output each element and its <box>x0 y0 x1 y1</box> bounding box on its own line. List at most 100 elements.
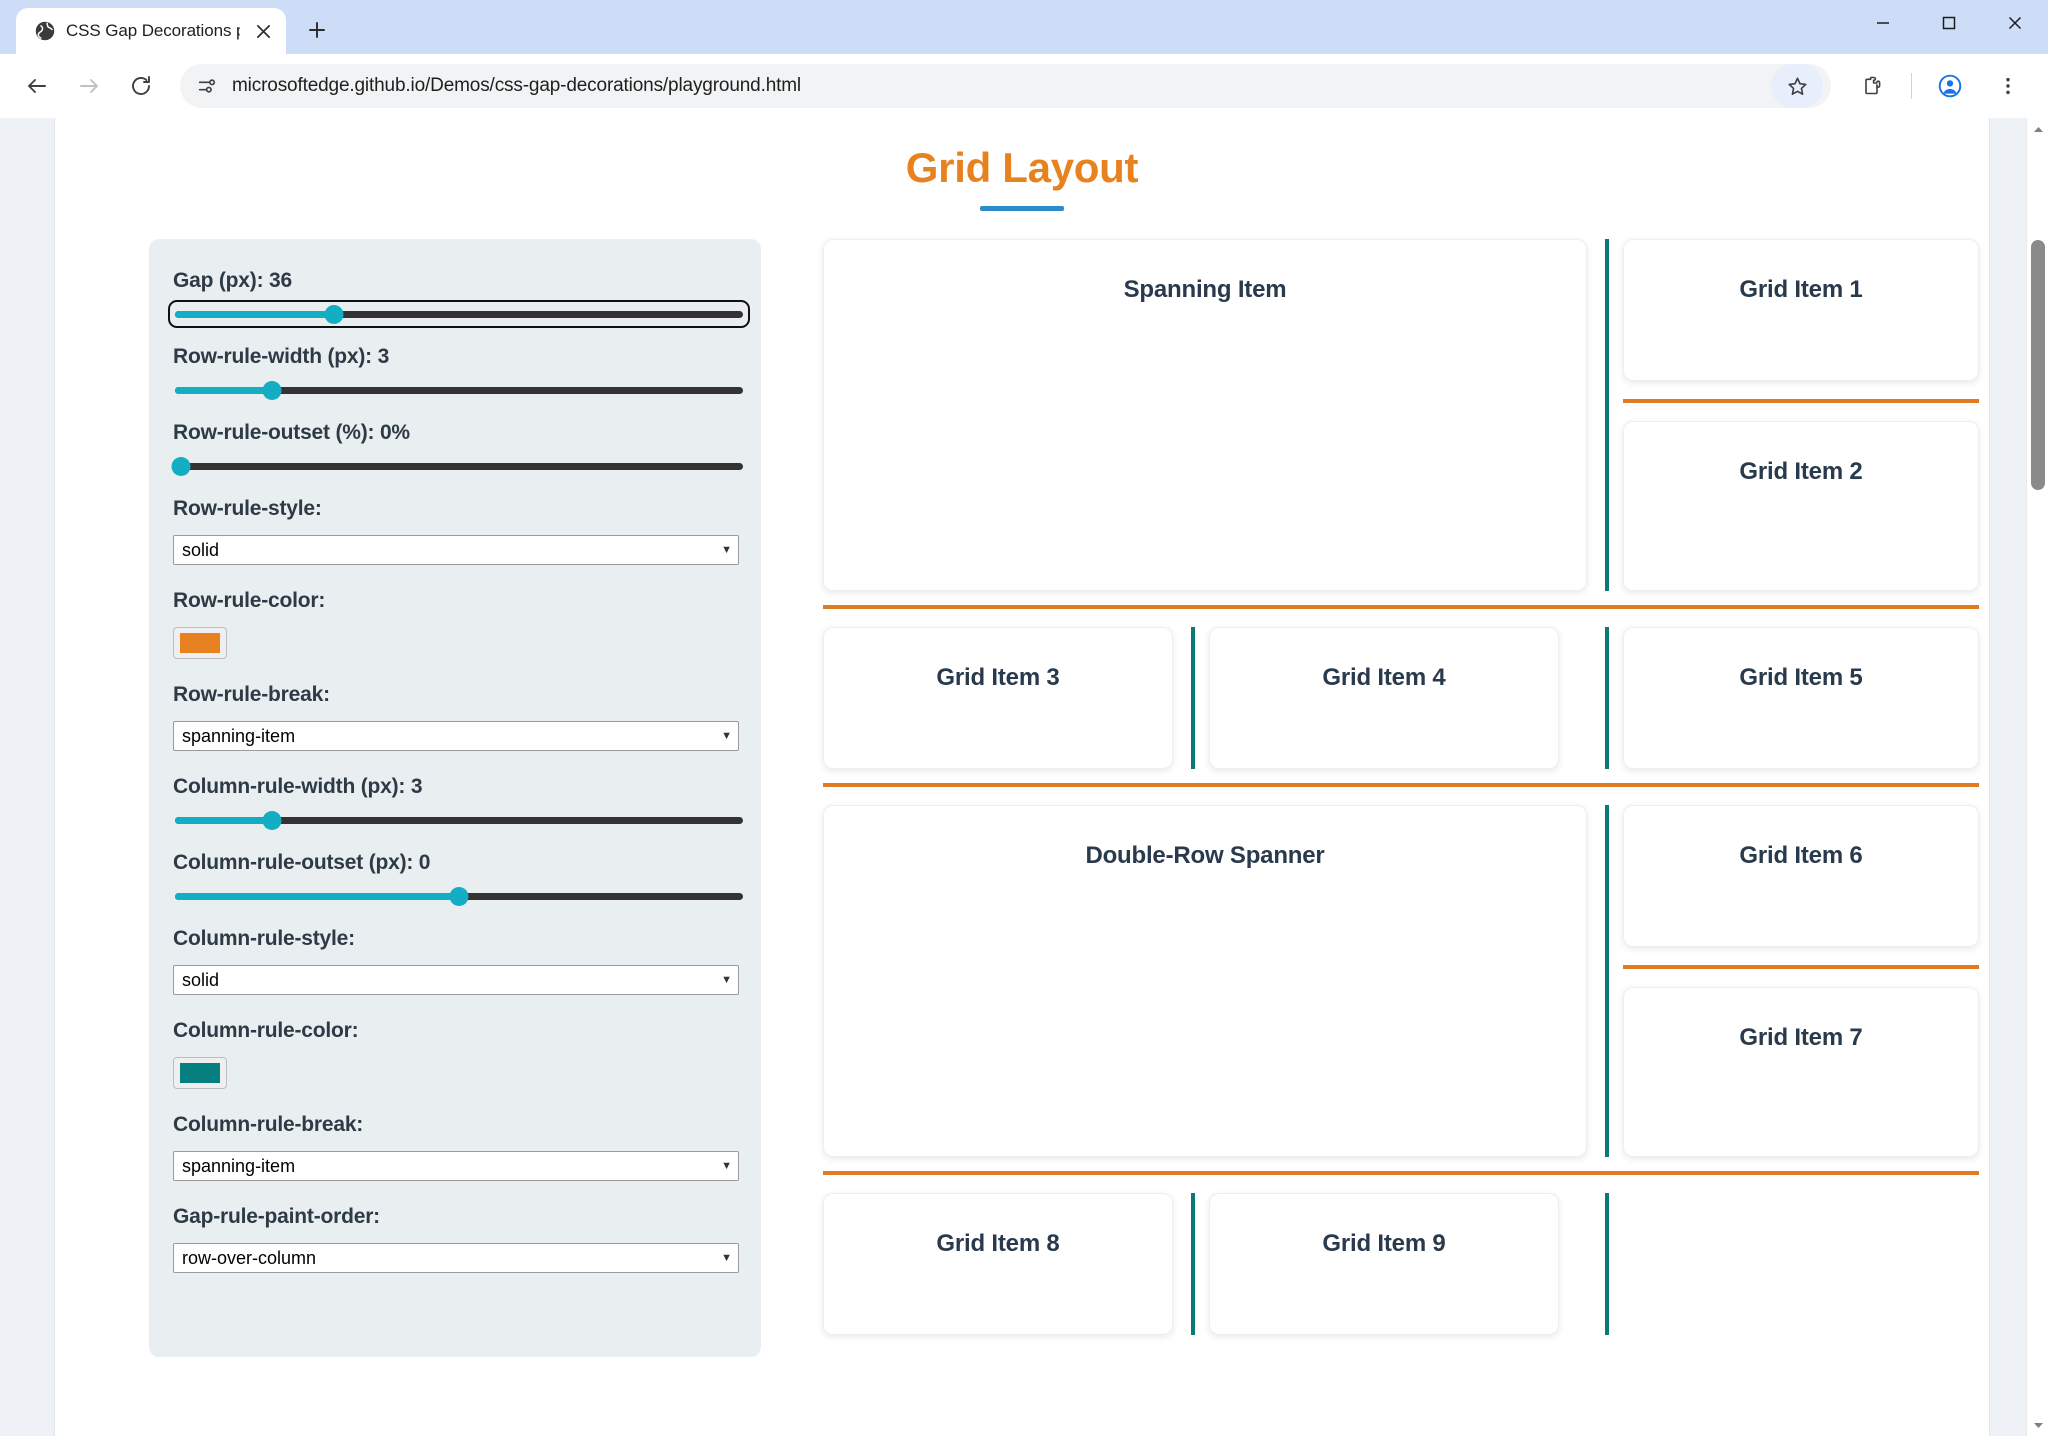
control-label-row-rule-width: Row-rule-width (px): 3 <box>173 345 390 368</box>
select-row-rule-style[interactable]: solid▼ <box>173 535 739 565</box>
column-rule <box>1605 805 1609 1157</box>
extensions-puzzle-icon[interactable] <box>1847 63 1899 109</box>
scroll-down-icon[interactable] <box>2027 1414 2048 1436</box>
grid-item-label: Grid Item 2 <box>1739 458 1863 485</box>
close-icon[interactable] <box>250 18 276 44</box>
color-swatch-column-rule-color[interactable] <box>173 1057 227 1089</box>
slider-column-rule-outset[interactable] <box>175 887 743 906</box>
grid-item: Grid Item 6 <box>1623 805 1979 947</box>
slider-row-rule-width[interactable] <box>175 381 743 400</box>
control-label-row-rule-break: Row-rule-break: <box>173 683 330 706</box>
select-column-rule-style[interactable]: solid ▼ <box>173 965 739 995</box>
chevron-down-icon[interactable]: ▼ <box>721 1160 732 1172</box>
select-gap-rule-paint-order[interactable]: row-over-column ▼ <box>173 1243 739 1273</box>
grid-item-label: Spanning Item <box>1123 276 1287 303</box>
row-rule <box>823 1171 1979 1175</box>
slider-thumb[interactable] <box>449 887 469 906</box>
grid-item: Grid Item 5 <box>1623 627 1979 769</box>
control-group-row-rule-color: Row-rule-color: <box>173 589 737 659</box>
color-swatch-fill <box>180 1063 220 1083</box>
chevron-down-icon[interactable]: ▼ <box>721 544 732 556</box>
grid-item-label: Grid Item 5 <box>1739 664 1863 691</box>
control-group-row-rule-width: Row-rule-width (px): 3 <box>173 345 743 400</box>
window-close-icon[interactable] <box>1982 0 2048 46</box>
profile-avatar-icon[interactable] <box>1924 63 1976 109</box>
control-label-row-rule-style: Row-rule-style: <box>173 497 322 520</box>
grid-item: Grid Item 3 <box>823 627 1173 769</box>
slider-thumb[interactable] <box>262 381 282 400</box>
control-label-column-rule-outset: Column-rule-outset (px): 0 <box>173 851 431 874</box>
column-rule <box>1191 627 1195 769</box>
grid-item: Grid Item 7 <box>1623 987 1979 1157</box>
page-scrollbar[interactable] <box>2026 118 2048 1436</box>
slider-column-rule-width[interactable] <box>175 811 743 830</box>
slider-row-rule-outset[interactable] <box>171 457 743 476</box>
select-value: solid <box>182 969 220 990</box>
new-tab-button[interactable] <box>296 9 338 51</box>
grid-item: Spanning Item <box>823 239 1587 591</box>
color-swatch-fill <box>180 633 220 653</box>
page-title: Grid Layout <box>905 144 1139 191</box>
control-label-row-rule-outset: Row-rule-outset (%): 0% <box>173 421 410 444</box>
controls-panel: Gap (px): 36 Row-rule-width (px): 3 Row-ru… <box>149 239 761 1357</box>
slider-track <box>175 387 743 394</box>
grid-item-label: Grid Item 4 <box>1322 664 1446 691</box>
slider-thumb[interactable] <box>171 457 191 476</box>
grid-item: Double-Row Spanner <box>823 805 1587 1157</box>
reload-icon[interactable] <box>118 63 164 109</box>
minimize-icon[interactable] <box>1850 0 1916 46</box>
tab-title: CSS Gap Decorations playground <box>66 21 240 40</box>
select-value: row-over-column <box>182 1247 317 1268</box>
control-label-column-rule-break: Column-rule-break: <box>173 1113 364 1136</box>
control-label-gap: Gap (px): 36 <box>173 269 292 292</box>
address-bar[interactable]: microsoftedge.github.io/Demos/css-gap-de… <box>180 64 1831 108</box>
slider-gap[interactable] <box>168 300 750 328</box>
grid-item: Grid Item 4 <box>1209 627 1559 769</box>
control-group-row-rule-outset: Row-rule-outset (%): 0% <box>171 421 743 476</box>
color-swatch-row-rule-color[interactable] <box>173 627 227 659</box>
chevron-down-icon[interactable]: ▼ <box>721 730 732 742</box>
slider-thumb[interactable] <box>262 811 282 830</box>
forward-arrow-icon[interactable] <box>66 63 112 109</box>
browser-titlebar: CSS Gap Decorations playground <box>0 0 2048 54</box>
row-rule <box>823 783 1979 787</box>
slider-fill <box>175 311 335 318</box>
slider-track <box>175 817 743 824</box>
grid-item-label: Grid Item 8 <box>936 1230 1060 1257</box>
column-rule <box>1605 239 1609 591</box>
slider-track <box>175 463 743 470</box>
chevron-down-icon[interactable]: ▼ <box>721 974 732 986</box>
maximize-icon[interactable] <box>1916 0 1982 46</box>
site-settings-icon[interactable] <box>196 75 218 97</box>
control-group-row-rule-style: Row-rule-style: solid▼ <box>173 497 739 565</box>
grid-item-label: Grid Item 1 <box>1739 276 1863 303</box>
grid-item: Grid Item 1 <box>1623 239 1979 381</box>
select-row-rule-break[interactable]: spanning-item▼ <box>173 721 739 751</box>
browser-toolbar: microsoftedge.github.io/Demos/css-gap-de… <box>0 54 2048 118</box>
grid-item-label: Grid Item 9 <box>1322 1230 1446 1257</box>
slider-thumb[interactable] <box>324 305 344 324</box>
scrollbar-thumb[interactable] <box>2031 240 2045 490</box>
chevron-down-icon[interactable]: ▼ <box>721 1252 732 1264</box>
control-group-column-rule-outset: Column-rule-outset (px): 0 <box>173 851 743 906</box>
row-rule <box>823 605 1979 609</box>
control-label-column-rule-style: Column-rule-style: <box>173 927 355 950</box>
control-label-gap-rule-paint-order: Gap-rule-paint-order: <box>173 1205 380 1228</box>
back-arrow-icon[interactable] <box>14 63 60 109</box>
control-group-column-rule-break: Column-rule-break: spanning-item▼ <box>173 1113 739 1181</box>
slider-fill <box>175 893 459 900</box>
row-rule <box>1623 399 1979 403</box>
grid-item: Grid Item 8 <box>823 1193 1173 1335</box>
slider-fill <box>175 817 272 824</box>
scroll-up-icon[interactable] <box>2027 118 2048 140</box>
row-rule <box>1623 965 1979 969</box>
grid-item-label: Grid Item 6 <box>1739 842 1863 869</box>
column-rule <box>1605 1193 1609 1335</box>
control-label-column-rule-width: Column-rule-width (px): 3 <box>173 775 423 798</box>
three-dot-menu-icon[interactable] <box>1982 63 2034 109</box>
control-group-row-rule-break: Row-rule-break: spanning-item▼ <box>173 683 739 751</box>
browser-tab[interactable]: CSS Gap Decorations playground <box>16 8 286 54</box>
star-icon[interactable] <box>1771 64 1823 108</box>
select-column-rule-break[interactable]: spanning-item▼ <box>173 1151 739 1181</box>
